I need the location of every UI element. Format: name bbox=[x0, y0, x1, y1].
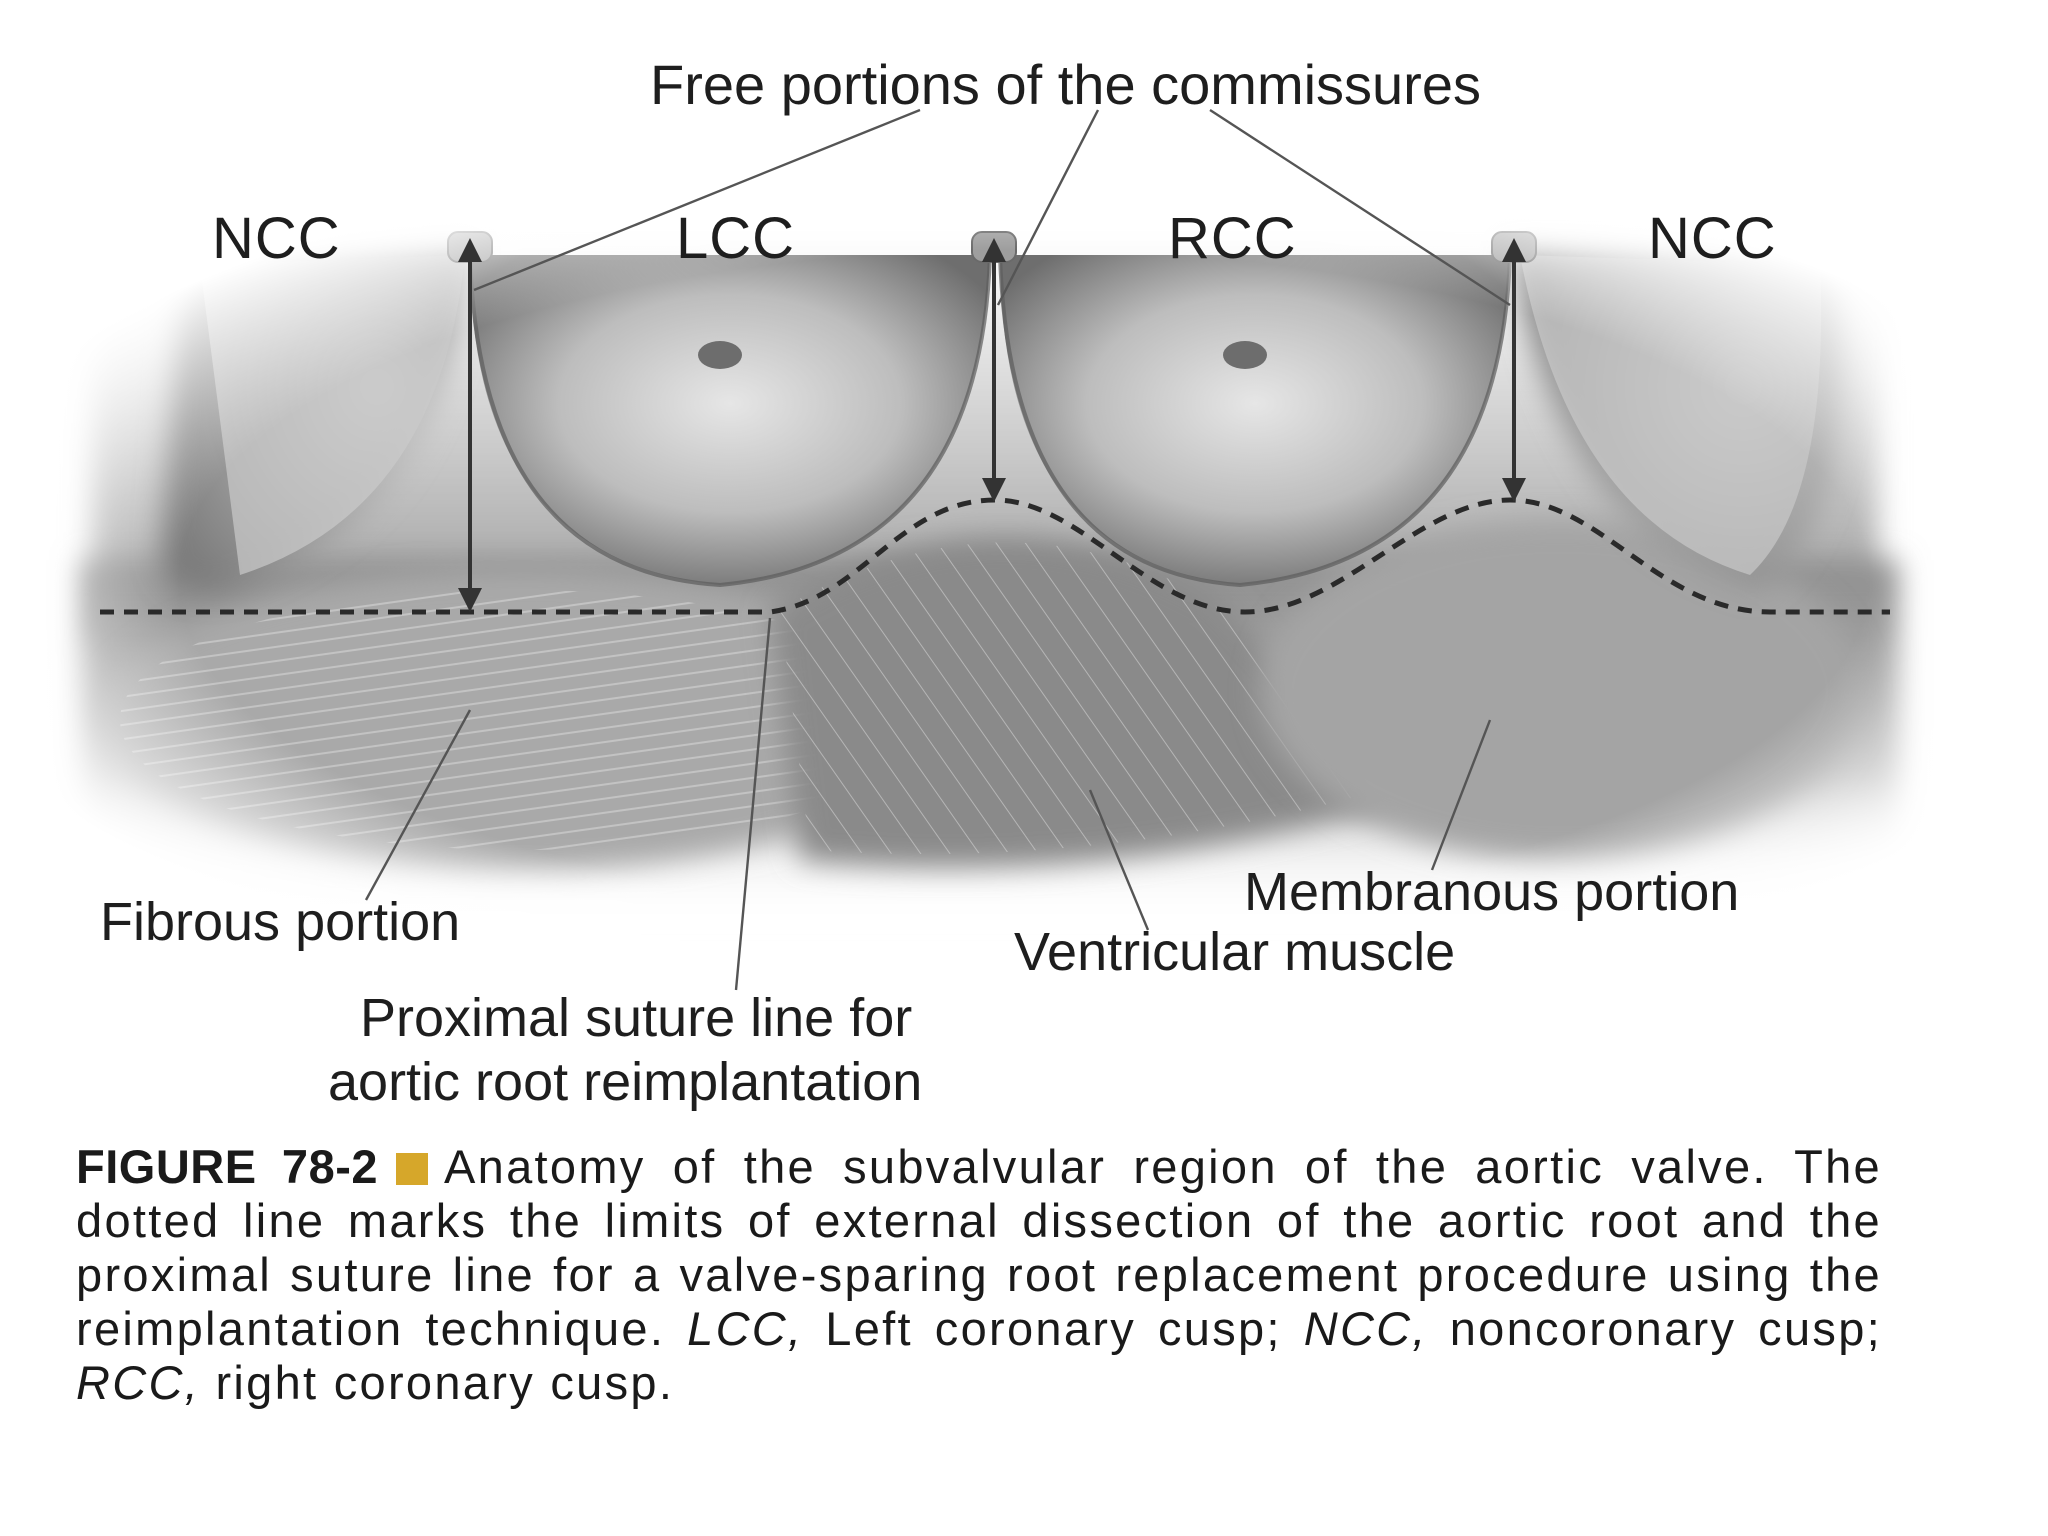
label-membranous-portion: Membranous portion bbox=[1244, 862, 1739, 922]
caption-text: Anatomy of the subvalvular region of the… bbox=[76, 1140, 1882, 1355]
leader-lines bbox=[364, 108, 1511, 991]
commissure-height-arrows bbox=[458, 238, 1526, 612]
figure-marker-square bbox=[396, 1153, 428, 1185]
caption-abbr-ncc: NCC, bbox=[1303, 1302, 1428, 1355]
dotted-suture-line bbox=[100, 497, 1890, 615]
label-ncc-left: NCC bbox=[212, 206, 341, 271]
caption-abbr-rcc: RCC, bbox=[76, 1356, 201, 1409]
label-ventricular-muscle: Ventricular muscle bbox=[1014, 922, 1455, 982]
caption-abbr-lcc: LCC, bbox=[687, 1302, 804, 1355]
caption-def-lcc: Left coronary cusp; bbox=[803, 1302, 1304, 1355]
label-fibrous-portion: Fibrous portion bbox=[100, 892, 460, 952]
label-lcc: LCC bbox=[676, 206, 795, 271]
label-rcc: RCC bbox=[1168, 206, 1297, 271]
figure-number: FIGURE 78-2 bbox=[76, 1140, 378, 1193]
label-free-portions: Free portions of the commissures bbox=[650, 53, 1481, 116]
label-suture-line-1: Proximal suture line for bbox=[360, 988, 912, 1048]
caption-def-rcc: right coronary cusp. bbox=[200, 1356, 675, 1409]
caption-def-ncc: noncoronary cusp; bbox=[1427, 1302, 1883, 1355]
label-ncc-right: NCC bbox=[1648, 206, 1777, 271]
edge-fade bbox=[0, 180, 2048, 980]
label-suture-line-2: aortic root reimplantation bbox=[328, 1052, 922, 1112]
